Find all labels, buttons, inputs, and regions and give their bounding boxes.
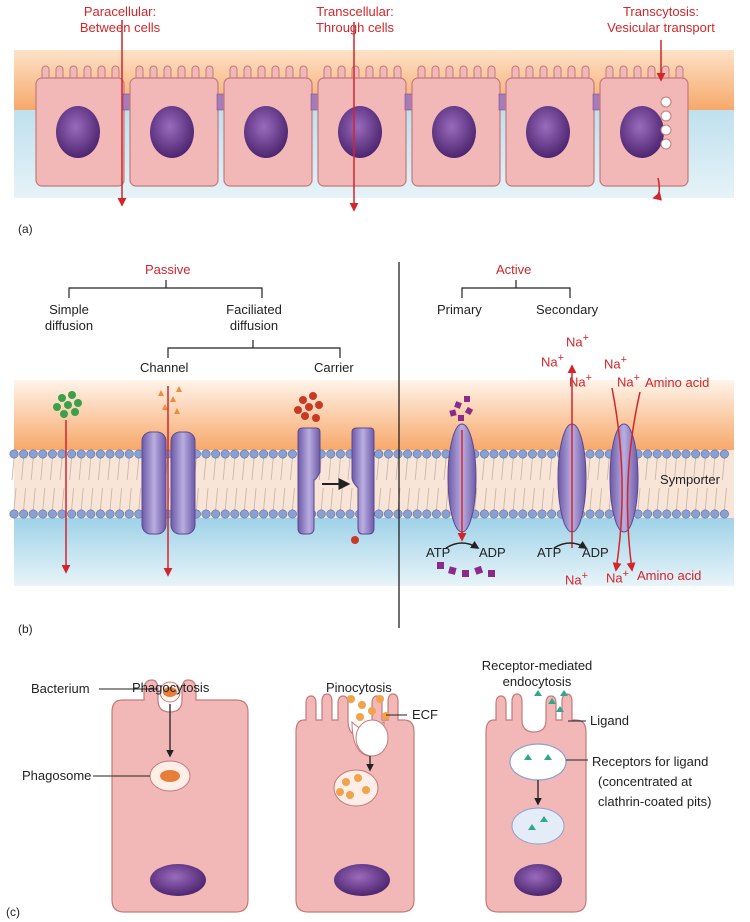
receptor-mediated-cell [485,690,587,913]
facilitated-line1: Faciliated [226,302,282,317]
transport-vesicle [660,124,672,136]
epithelial-cell [129,65,219,187]
primary-atp: ATP [426,545,451,560]
ecf-label: ECF [412,707,438,722]
secondary-label: Secondary [536,302,599,317]
phagocytosis-label: Phagocytosis [132,680,210,695]
transcytosis-subtitle: Vesicular transport [607,20,715,35]
simple-line2: diffusion [44,318,94,333]
pinocytosis-cell [295,693,415,913]
epithelial-cell [317,65,407,187]
panel-c-endocytosis [93,679,588,913]
na-label-top: Na+ [566,332,589,350]
symporter-na-arrow [611,387,623,572]
panel-b-letter: (b) [18,622,33,636]
facilitated-bracket [167,347,341,358]
carrier-protein [294,392,375,544]
na-label-right: Na+ [604,354,627,372]
receptor-mediated-line1: Receptor-mediated [481,658,593,673]
transcytosis-label: Transcytosis: Vesicular transport [592,4,730,36]
epithelial-cell [599,65,689,187]
passive-label: Passive [145,262,191,277]
primary-label: Primary [437,302,482,317]
transcellular-subtitle: Through cells [315,20,395,35]
amino-acid-bottom: Amino acid [637,568,702,583]
symporter-label: Symporter [660,472,720,487]
carrier-label: Carrier [314,360,354,375]
epithelial-cell [411,65,501,187]
active-label: Active [496,262,532,277]
symporter-protein [609,423,639,533]
active-bracket [461,287,571,298]
na-label-left: Na+ [541,352,564,370]
secondary-adp: ADP [582,545,609,560]
paracellular-title: Paracellular: [83,4,157,19]
passive-bracket [68,287,263,298]
simple-line1: Simple [49,302,89,317]
na-label-mid: Na+ [569,372,592,390]
panel-c-letter: (c) [6,905,20,919]
transcytosis-title: Transcytosis: [622,4,700,19]
phagosome-label: Phagosome [22,768,92,783]
transport-vesicle [660,110,672,122]
transport-vesicle [660,96,672,108]
primary-adp: ADP [479,545,506,560]
epithelial-cells [35,65,689,187]
receptors-line3: clathrin-coated pits) [598,794,712,809]
simple-diffusion-molecules [53,391,82,418]
receptors-line1: Receptors for ligand [592,754,709,769]
transcellular-label: Transcellular: Through cells [300,4,410,36]
receptors-line2: (concentrated at [598,774,692,789]
primary-atp-arrow [445,540,480,549]
secondary-atp-arrow [553,540,588,549]
transport-vesicle [660,138,672,150]
paracellular-subtitle: Between cells [79,20,161,35]
channel-protein [141,386,196,535]
panel-a-letter: (a) [18,222,33,236]
simple-diffusion-label: Simple diffusion [36,302,102,334]
secondary-atp: ATP [537,545,562,560]
transcellular-title: Transcellular: [316,4,394,19]
bacterium-label: Bacterium [31,681,90,696]
channel-label: Channel [140,360,189,375]
facilitated-diffusion-label: Faciliated diffusion [216,302,292,334]
ligand-label: Ligand [590,713,630,728]
amino-acid-top: Amino acid [645,375,710,390]
symporter-amino-arrow [626,391,641,572]
transcytosis-arrow-out [652,177,663,201]
na-label-bottom-1: Na+ [565,570,588,588]
receptors-label: Receptors for ligand (concentrated at cl… [592,752,711,812]
receptor-mediated-label: Receptor-mediated endocytosis [470,658,604,690]
panel-a-epithelium [14,20,734,212]
phagocytosis-cell [111,679,249,913]
epithelial-cell [35,65,125,187]
na-label-sym: Na+ [617,372,640,390]
paracellular-label: Paracellular: Between cells [72,4,168,36]
receptor-mediated-line2: endocytosis [502,674,572,689]
pinocytosis-label: Pinocytosis [326,680,392,695]
na-label-bottom-2: Na+ [606,568,629,586]
epithelial-cell [505,65,595,187]
facilitated-line2: diffusion [229,318,279,333]
epithelial-cell [223,65,313,187]
panel-b-membrane-transport [9,262,734,628]
